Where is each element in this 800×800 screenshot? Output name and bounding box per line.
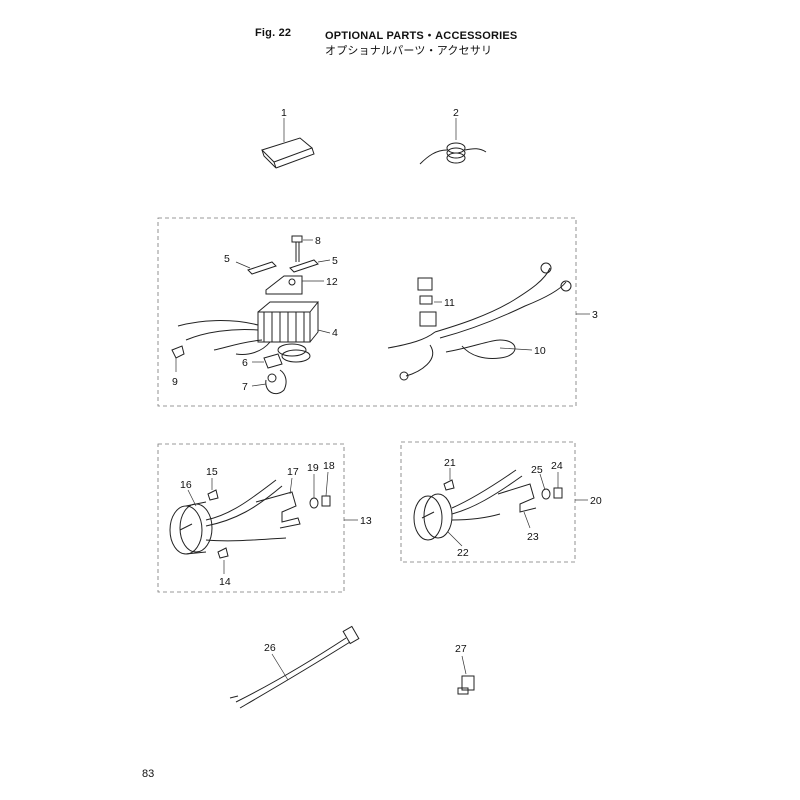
part-10-wire-harness — [387, 262, 572, 381]
part-24-nut — [553, 472, 563, 499]
callout-4: 4 — [332, 327, 338, 339]
callout-21: 21 — [444, 457, 456, 469]
callout-2: 2 — [453, 107, 459, 119]
part-22-gauge — [413, 493, 463, 547]
callout-3: 3 — [592, 309, 598, 321]
part-9-terminal-cap — [171, 345, 185, 372]
part-27-fitting — [457, 655, 475, 695]
part-12-mount-bracket — [265, 275, 324, 295]
callout-10: 10 — [534, 345, 546, 357]
part-8-bolt — [291, 235, 313, 262]
page-title-japanese: オプショナルパーツ・アクセサリ — [325, 45, 493, 57]
part-18-nut — [321, 471, 331, 507]
part-13-cables — [205, 479, 358, 542]
part-4-regulator — [177, 301, 331, 363]
callout-26: 26 — [264, 642, 276, 654]
part-16-gauge — [169, 489, 213, 555]
callout-6: 6 — [242, 357, 248, 369]
part-20-cables — [451, 469, 588, 521]
part-25-washer — [539, 473, 551, 500]
page-title: OPTIONAL PARTS・ACCESSORIES — [325, 30, 518, 42]
part-23-bracket — [497, 483, 537, 529]
callout-17: 17 — [287, 466, 299, 478]
callout-20: 20 — [590, 495, 602, 507]
callout-9: 9 — [172, 376, 178, 388]
part-26-cable — [229, 625, 360, 709]
part-11-connector — [417, 277, 442, 327]
callout-15: 15 — [206, 466, 218, 478]
part-5-bracket-strip-right — [289, 259, 331, 273]
callout-18: 18 — [323, 460, 335, 472]
callout-14: 14 — [219, 576, 231, 588]
group-box-13 — [157, 443, 345, 593]
figure-number: Fig. 22 — [255, 27, 292, 39]
callout-25: 25 — [531, 464, 543, 476]
page-number: 83 — [142, 768, 155, 780]
callout-16: 16 — [180, 479, 192, 491]
group-box-3 — [157, 217, 577, 407]
part-17-bracket — [255, 477, 301, 529]
callout-5-left: 5 — [224, 253, 230, 265]
part-2-coil — [419, 118, 487, 165]
callout-13: 13 — [360, 515, 372, 527]
group-box-20 — [400, 441, 576, 563]
callout-11: 11 — [444, 297, 455, 309]
callout-7: 7 — [242, 381, 248, 393]
part-21-bulb — [443, 468, 455, 491]
callout-27: 27 — [455, 643, 467, 655]
part-6-pad — [252, 353, 283, 369]
callout-23: 23 — [527, 531, 539, 543]
part-7-clamp — [251, 369, 287, 395]
callout-8: 8 — [315, 235, 321, 247]
callout-19: 19 — [307, 462, 319, 474]
part-5-bracket-strip-left — [235, 261, 277, 275]
callout-1: 1 — [281, 107, 287, 119]
part-1-pouch — [261, 118, 315, 169]
callout-5-right: 5 — [332, 255, 338, 267]
part-19-washer — [309, 474, 319, 509]
part-15-bulb — [207, 478, 219, 501]
callout-22: 22 — [457, 547, 469, 559]
part-14-bulb — [217, 547, 229, 574]
callout-24: 24 — [551, 460, 563, 472]
callout-12: 12 — [326, 276, 338, 288]
